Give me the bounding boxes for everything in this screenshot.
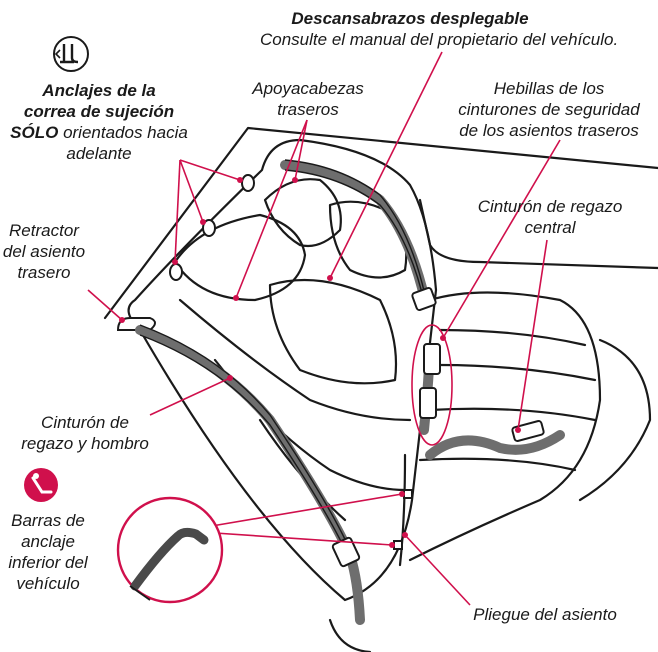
leader-retractor	[87, 289, 123, 321]
tether-line-2: correa de sujeción	[23, 102, 175, 121]
center-lap-belt-label: Cinturón de regazo central	[470, 196, 630, 238]
lap-shoulder-belt-label: Cinturón de regazo y hombro	[10, 412, 160, 454]
buckles-label: Hebillas de los cinturones de seguridad …	[440, 78, 658, 141]
right-shoulder-belt	[280, 160, 430, 305]
lower-anchor-label: Barras de anclaje inferior del vehículo	[0, 510, 96, 594]
leader-tether-1	[179, 159, 241, 181]
seat-bight-text: Pliegue del asiento	[473, 605, 617, 624]
seat-cushion-outline	[408, 291, 602, 562]
lower-anchor-line-3: inferior del	[8, 553, 88, 572]
armrest-outline	[268, 278, 398, 385]
armrest-label: Descansabrazos desplegable Consulte el m…	[260, 8, 619, 50]
seatback-seam-2	[213, 358, 407, 492]
seatback-seam-1	[178, 298, 412, 422]
rear-deck-outline	[103, 126, 658, 320]
lower-anchor-line-4: vehículo	[16, 574, 80, 593]
armrest-note: Consulte el manual del propietario del v…	[260, 30, 619, 49]
leader-center-belt	[517, 239, 548, 431]
center-lap-belt	[425, 430, 565, 460]
tether-line-1: Anclajes de la	[42, 81, 156, 100]
tether-line-3: SÓLO orientados hacia	[4, 122, 194, 143]
tether-line-3-rest: orientados hacia	[58, 123, 188, 142]
headrest-right	[328, 200, 408, 279]
headrest-line-1: Apoyacabezas	[252, 79, 364, 98]
retractor-line-3: trasero	[17, 263, 71, 282]
tether-line-4: adelante	[66, 144, 132, 163]
buckles-line-3: de los asientos traseros	[459, 121, 639, 140]
leader-lower-anchor-2	[199, 531, 393, 546]
upper-right-buckle	[411, 286, 437, 312]
buckle-highlight-ring	[411, 324, 453, 446]
retractor-label: Retractor del asiento trasero	[0, 220, 88, 283]
retractor-line-1: Retractor	[9, 221, 79, 240]
lower-anchor-bar-2	[393, 540, 403, 550]
leader-lap-shoulder	[149, 377, 231, 416]
retractor-line-2: del asiento	[2, 242, 86, 261]
floor-edge	[328, 618, 372, 652]
leader-tether-2	[179, 159, 204, 223]
headrest-label: Apoyacabezas traseros	[248, 78, 368, 120]
lower-anchor-bar-1	[403, 489, 413, 499]
buckles-line-2: cinturones de seguridad	[458, 100, 640, 119]
lower-anchor-icon	[24, 468, 58, 502]
center-belt-line-1: Cinturón de regazo	[477, 197, 623, 216]
center-buckle-lower	[419, 387, 437, 419]
tether-only: SÓLO	[10, 123, 59, 142]
lower-anchor-inset	[116, 496, 224, 604]
leader-tether-3	[174, 159, 181, 263]
cushion-seam-4	[418, 457, 577, 472]
headrest-center	[263, 178, 342, 248]
cushion-side	[578, 338, 652, 502]
lower-anchor-line-2: anclaje	[21, 532, 75, 551]
armrest-title: Descansabrazos desplegable	[291, 9, 529, 28]
tether-anchor-icon	[53, 36, 89, 72]
center-buckle-upper	[423, 343, 441, 375]
cushion-seam-3	[428, 407, 597, 422]
buckles-line-1: Hebillas de los	[493, 79, 605, 98]
seat-bight-line	[398, 453, 407, 567]
lower-anchor-line-1: Barras de	[11, 511, 85, 530]
cushion-seam-1	[438, 328, 587, 347]
leader-headrest-1	[294, 119, 308, 181]
tether-anchors-label: Anclajes de la correa de sujeción SÓLO o…	[4, 80, 194, 164]
leader-lower-anchor-1	[199, 493, 403, 529]
center-belt-line-2: central	[524, 218, 576, 237]
headrest-line-2: traseros	[277, 100, 339, 119]
left-lap-shoulder-belt	[135, 325, 365, 625]
leader-seat-bight	[404, 534, 471, 606]
headrest-left	[173, 213, 307, 302]
leader-buckles	[442, 139, 561, 339]
tether-anchor-hole-3	[169, 263, 183, 281]
seat-bight-label: Pliegue del asiento	[450, 604, 640, 625]
cushion-seam-2	[438, 363, 597, 382]
leader-headrest-2	[235, 119, 308, 299]
center-belt-latch	[511, 420, 545, 442]
lap-shoulder-line-1: Cinturón de	[41, 413, 129, 432]
leader-armrest	[329, 51, 443, 279]
tether-anchor-hole-1	[241, 174, 255, 192]
lap-shoulder-line-2: regazo y hombro	[21, 434, 149, 453]
tether-anchor-hole-2	[202, 219, 216, 237]
